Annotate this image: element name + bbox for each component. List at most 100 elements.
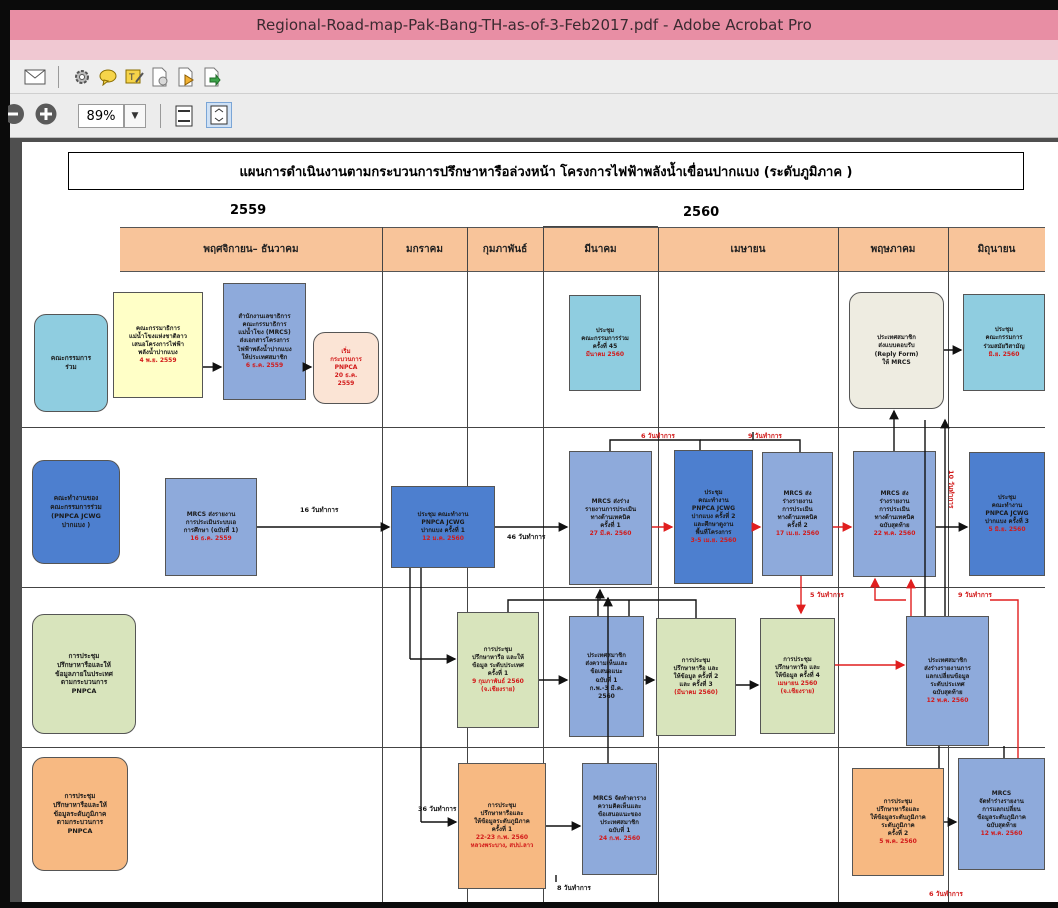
- comment-icon[interactable]: [96, 66, 120, 88]
- box-jcwg-meeting-1: ประชุม คณะทำงาน PNPCA JCWG ปากแบง ครั้งท…: [391, 486, 495, 568]
- march-top-border: [543, 226, 658, 227]
- year-2560: 2560: [683, 205, 720, 220]
- box-date: 3-5 เม.ย. 2560: [690, 537, 737, 545]
- box-date: 5 พ.ค. 2560: [879, 838, 917, 846]
- duration-label: 9 วันทำการ: [748, 432, 782, 440]
- zoom-out-icon[interactable]: [8, 102, 26, 126]
- box-text: สำนักงานเลขาธิการ คณะกรรมาธิการ แม่น้ำโข…: [237, 313, 292, 361]
- duration-label: 5 วันทำการ: [810, 591, 844, 599]
- document-lock-icon[interactable]: [148, 66, 172, 88]
- box-jcwg-meeting-3: ประชุม คณะทำงาน PNPCA JCWG ปากแบง ครั้งท…: [969, 452, 1045, 576]
- box-lao-submit: คณะกรรมาธิการ แม่น้ำโขงแห่งชาติลาว เสนอโ…: [113, 292, 203, 398]
- grid-line: [22, 747, 1045, 748]
- arrow: [595, 588, 697, 618]
- box-date: เมษายน 2560 (จ.เชียงราย): [777, 680, 818, 696]
- toolbar-separator: [58, 66, 59, 88]
- box-date: ก.พ.-3 มี.ค. 2560: [589, 684, 624, 700]
- grid-line: [22, 427, 1045, 428]
- box-member-comments-1: ประเทศสมาชิก ส่งความเห็นและ ข้อเสนอแนะ ฉ…: [569, 616, 644, 737]
- row-header-jcwg: คณะทำงานของ คณะกรรมการร่วม (PNPCA JCWG ป…: [32, 460, 120, 564]
- document-export-icon[interactable]: [200, 66, 224, 88]
- toolbar-primary: T: [10, 60, 1058, 94]
- document-sign-icon[interactable]: [174, 66, 198, 88]
- toolbar-separator: [160, 104, 161, 128]
- box-text: MRCS จัดทำตาราง ความคิดเห็นและ ข้อเสนอแน…: [592, 794, 647, 835]
- box-text: ประชุม คณะกรรมการ ร่วมสมัยวิสามัญ: [983, 326, 1025, 350]
- grid-line: [382, 227, 383, 902]
- duration-label: 6 วันทำการ: [929, 890, 963, 898]
- sticky-note-icon[interactable]: T: [122, 66, 146, 88]
- month-jan: มกราคม: [406, 244, 443, 255]
- box-date: 12 ม.ค. 2560: [422, 535, 464, 543]
- box-mrcs-draft-2: MRCS ส่ง ร่างรายงาน การประเมิน ทางด้านเท…: [762, 452, 833, 576]
- arrow: [870, 577, 906, 601]
- box-date: 20 ธ.ค. 2559: [334, 372, 358, 388]
- box-national-meeting-4: การประชุม ปรึกษาหารือ และ ให้ข้อมูล ครั้…: [760, 618, 835, 734]
- zoom-input[interactable]: 89%: [78, 104, 124, 128]
- window-title-bar: Regional-Road-map-Pak-Bang-TH-as-of-3-Fe…: [10, 10, 1058, 40]
- box-date: 27 มี.ค. 2560: [589, 530, 632, 538]
- box-date: 6 ธ.ค. 2559: [245, 361, 284, 369]
- connector: [700, 439, 801, 452]
- duration-label: 46 วันทำการ: [507, 533, 546, 541]
- box-jc-meeting-45: ประชุม คณะกรรมการร่วม ครั้งที่ 45 มีนาคม…: [569, 295, 641, 391]
- window-title: Regional-Road-map-Pak-Bang-TH-as-of-3-Fe…: [256, 16, 812, 34]
- box-text: ประเทศสมาชิก ส่งแบบตอบรับ (Reply Form) ใ…: [874, 334, 919, 366]
- box-text: MRCS ส่ง ร่างรายงาน การประเมิน ทางด้านเท…: [777, 489, 818, 530]
- month-jun: มิถุนายน: [977, 244, 1016, 255]
- box-date: 16 ธ.ค. 2559: [190, 535, 232, 543]
- month-feb: กุมภาพันธ์: [482, 244, 528, 255]
- box-text: ประชุม คณะทำงาน PNPCA JCWG ปากแบง ครั้งท…: [417, 510, 469, 534]
- gear-icon[interactable]: [70, 66, 94, 88]
- grid-line: [543, 227, 544, 902]
- month-header-band: [120, 227, 1045, 272]
- connector: [990, 599, 1019, 758]
- grid-line: [948, 227, 949, 902]
- box-text: การประชุม ปรึกษาหารือ และให้ ข้อมูล ระดั…: [472, 645, 524, 677]
- duration-label: 10 วันทำการ: [947, 470, 955, 509]
- year-2559: 2559: [230, 203, 267, 218]
- duration-label: 36 วันทำการ: [418, 805, 457, 813]
- box-mrcs-draft-final: MRCS ส่ง ร่างรายงาน การประเมิน ทางด้านเท…: [853, 451, 936, 577]
- zoom-in-icon[interactable]: [34, 102, 58, 126]
- grid-line: [838, 227, 839, 902]
- box-text: การประชุม ปรึกษาหารือ และ ให้ข้อมูล ครั้…: [775, 655, 820, 679]
- mail-icon[interactable]: [22, 66, 48, 88]
- box-date: 12 พ.ค. 2560: [980, 830, 1023, 838]
- box-text: ประชุม คณะกรรมการร่วม ครั้งที่ 45: [581, 326, 629, 350]
- box-text: ประเทศสมาชิก ส่งร่างรายงานการ แลกเปลี่ยน…: [924, 656, 971, 697]
- box-date: 4 พ.ย. 2559: [139, 357, 177, 365]
- box-start-pnpca: เริ่ม กระบวนการ PNPCA 20 ธ.ค. 2559: [313, 332, 379, 404]
- month-mar: มีนาคม: [584, 244, 617, 255]
- row-header-regional-consultation: การประชุม ปรึกษาหารือและให้ ข้อมูลระดับภ…: [32, 757, 128, 871]
- box-text: MRCS ส่งรายงาน การประเมินระบบเอ การศึกษา…: [183, 510, 239, 534]
- box-text: MRCS จัดทำร่างรายงาน การแลกเปลี่ยน ข้อมู…: [977, 789, 1026, 830]
- box-mrcs-report-1: MRCS ส่งรายงาน การประเมินระบบเอ การศึกษา…: [165, 478, 257, 576]
- box-date: 17 เม.ย. 2560: [775, 530, 820, 538]
- box-text: การประชุม ปรึกษาหารือ และ ให้ข้อมูล ครั้…: [673, 656, 719, 689]
- month-apr: เมษายน: [730, 244, 766, 255]
- month-may: พฤษภาคม: [870, 244, 916, 255]
- box-jc-special: ประชุม คณะกรรมการ ร่วมสมัยวิสามัญ มิ.ย. …: [963, 294, 1045, 391]
- connector: [609, 439, 701, 451]
- duration-label: 9 วันทำการ: [958, 591, 992, 599]
- chevron-down-icon: ▼: [131, 111, 139, 121]
- box-date: มิ.ย. 2560: [988, 350, 1020, 358]
- box-mrcs-regional-final: MRCS จัดทำร่างรายงาน การแลกเปลี่ยน ข้อมู…: [958, 758, 1045, 870]
- row-header-national-consultation: การประชุม ปรึกษาหารือและให้ ข้อมูลภายในป…: [32, 614, 136, 734]
- box-date: 9 กุมภาพันธ์ 2560 (จ.เชียงราย): [472, 678, 524, 694]
- box-text: เริ่ม กระบวนการ PNPCA: [330, 347, 362, 371]
- box-text: ประชุม คณะทำงาน PNPCA JCWG ปากแบง ครั้งท…: [691, 488, 736, 537]
- fit-width-icon[interactable]: [206, 102, 232, 128]
- box-date: 22-23 ก.พ. 2560 หลวงพระบาง, สปป.ลาว: [470, 834, 534, 850]
- fit-page-icon[interactable]: [172, 104, 196, 128]
- box-date: 24 ก.พ. 2560: [598, 835, 641, 843]
- grid-line: [658, 227, 659, 902]
- box-date: 22 พ.ค. 2560: [873, 530, 916, 538]
- box-national-meeting-2-3: การประชุม ปรึกษาหารือ และ ให้ข้อมูล ครั้…: [656, 618, 736, 736]
- row-header-joint-committee: คณะกรรมการ ร่วม: [34, 314, 108, 412]
- zoom-dropdown-button[interactable]: ▼: [124, 104, 146, 128]
- page-title: แผนการดำเนินงานตามกระบวนการปรึกษาหารือล่…: [68, 152, 1024, 190]
- box-national-meeting-1: การประชุม ปรึกษาหารือ และให้ ข้อมูล ระดั…: [457, 612, 539, 728]
- box-text: การประชุม ปรึกษาหารือและ ให้ข้อมูลระดับภ…: [474, 801, 530, 833]
